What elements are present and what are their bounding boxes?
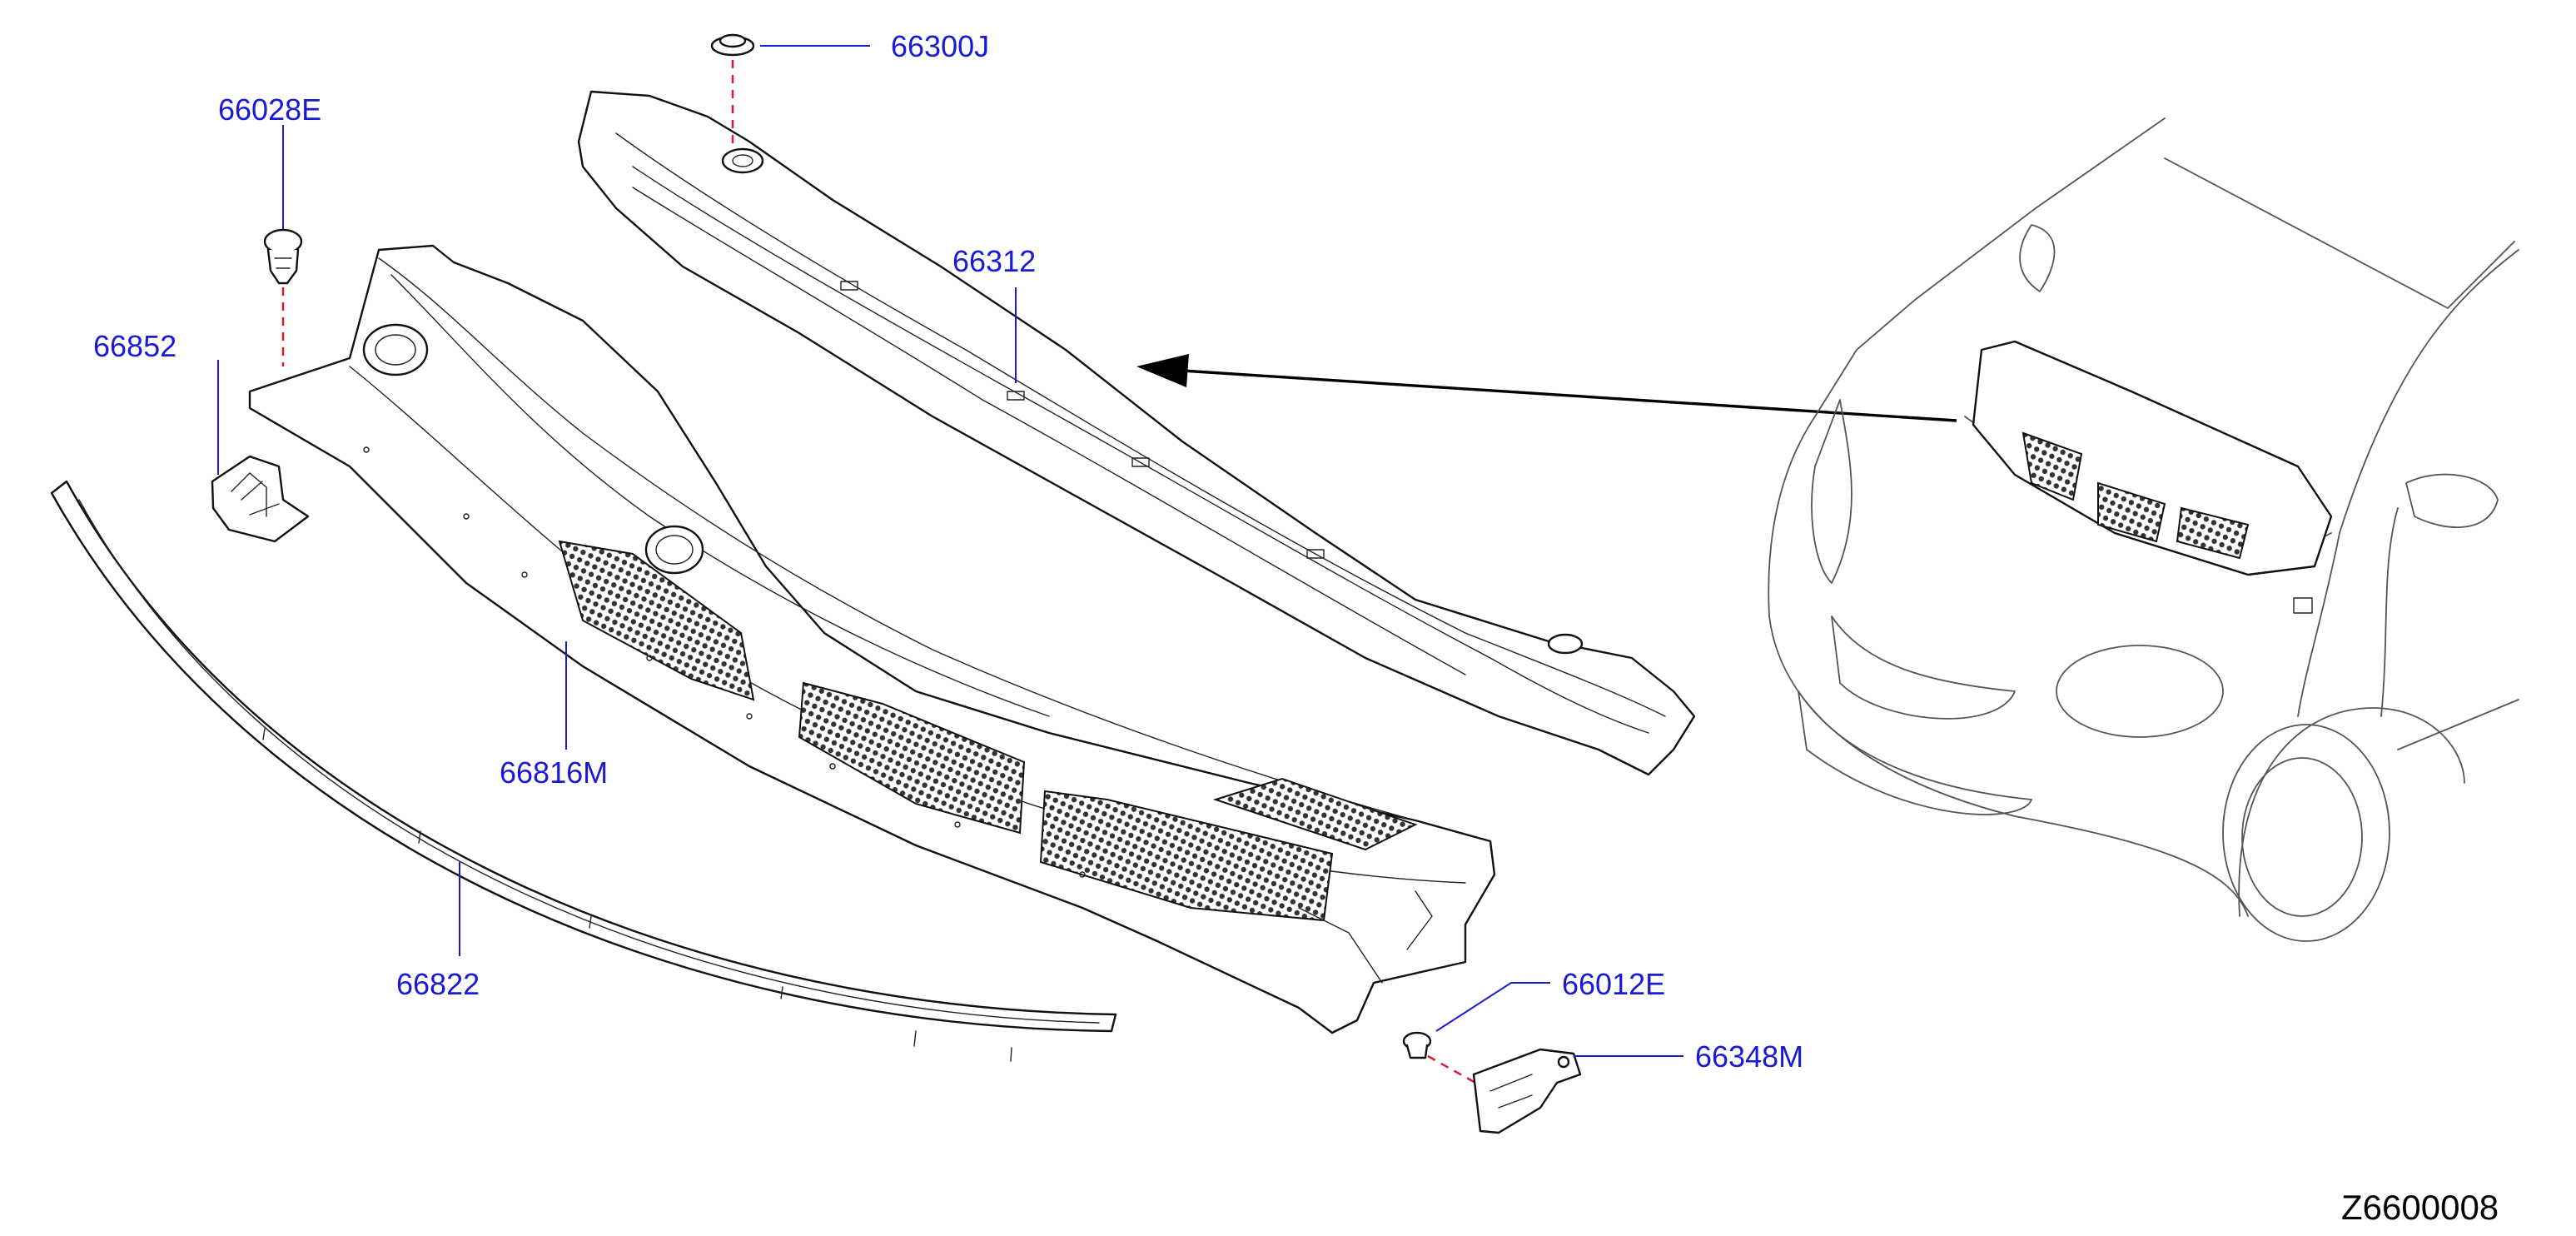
part-labels: 66300J 66028E 66312 66852 66816M 66822 6… [93,29,1803,1074]
diagram-id: Z6600008 [2341,1188,2499,1227]
vehicle-locator [1768,117,2519,942]
part-label-66300J[interactable]: 66300J [891,29,989,63]
screw-axis [1427,1054,1491,1093]
part-label-66348M[interactable]: 66348M [1695,1039,1803,1074]
part-label-66312[interactable]: 66312 [952,244,1036,278]
locator-arrow [1136,354,1957,422]
bracket-66852 [211,455,310,543]
cowl-grille-66816M [248,244,1496,1034]
screw-66012E [1402,1031,1432,1059]
bracket-66348M [1472,1048,1582,1134]
part-label-66012E[interactable]: 66012E [1562,967,1665,1001]
cowl-cover-66312 [577,90,1696,776]
leader-lines [217,45,1683,1057]
clip-66028E [263,228,303,285]
grommet-66300J [710,33,755,57]
part-label-66816M[interactable]: 66816M [500,755,608,790]
part-label-66852[interactable]: 66852 [93,329,177,363]
part-label-66028E[interactable]: 66028E [218,92,321,127]
part-label-66822[interactable]: 66822 [396,967,480,1001]
seal-strip-66822 [50,480,1117,1062]
